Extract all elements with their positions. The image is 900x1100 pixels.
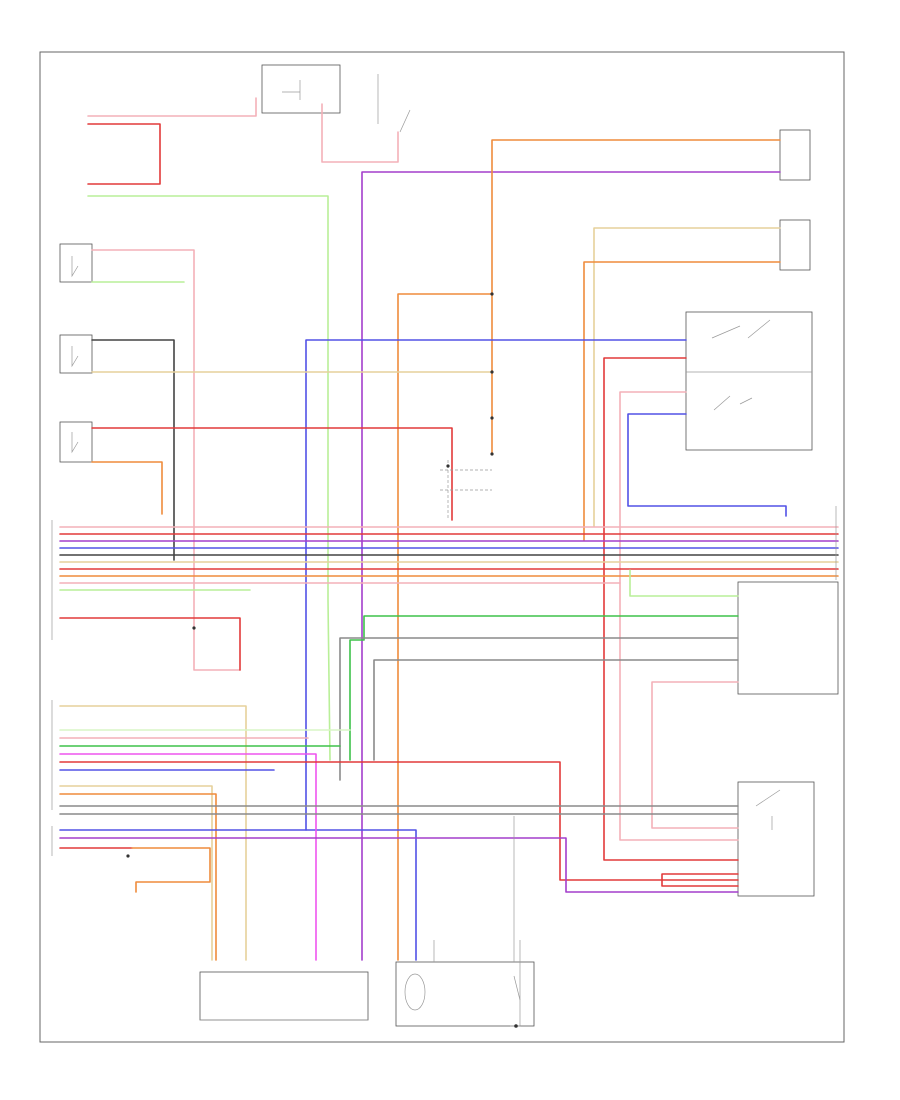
wire-gray-cm-3 [339,637,739,781]
sensor-box-top-right [779,129,811,181]
wire-blue-relay [627,413,787,517]
sensor-box-left-3 [59,421,93,463]
wire-tan-left-1 [91,249,241,671]
bus-line-11 [59,617,241,671]
sensor-symbol-left-3 [71,432,79,454]
wire-orange-right [583,261,781,541]
connector-box-bottom-left [199,971,369,1021]
wire-lightgreen-top [87,195,331,761]
wire-violet-lower-12 [59,837,739,893]
motor-box-bottom [395,961,535,1027]
leader-top-sensor [377,74,411,133]
wire-orange-lower-14 [131,847,211,893]
wire-violet-top [361,171,781,961]
sensor-box-right [779,219,811,271]
control-module-box [737,581,839,695]
wire-red-lower-5 [59,761,739,881]
switch-box-top [261,64,341,114]
wire-red-top-loop [87,123,161,185]
relay-contact-upper [711,319,771,339]
relay-contact-lower [713,395,753,411]
motor-symbol [404,973,426,1011]
wire-magenta-lower-4 [59,753,317,961]
switch-contact-lower-right [755,789,781,830]
sensor-box-left-1 [59,243,93,283]
wire-tan-lower [59,705,247,961]
wire-tan-right [593,227,781,527]
wire-green-cm-2 [349,615,739,761]
wire-pink-top [87,97,257,117]
switch-contact-motor [513,975,521,1001]
wire-orange-left-3 [91,461,163,515]
wire-blue-mid [305,339,687,961]
wire-dark-left-2 [91,339,175,561]
wire-orange-top [491,139,781,455]
wire-red-switch-lower [661,873,739,887]
wire-pink-cm-5 [651,681,739,829]
junction-dots [126,292,518,1028]
relay-box-top-right [685,311,813,451]
wire-pink-switch [321,103,399,163]
wire-orange-lower-8 [59,793,217,961]
sensor-symbol-left-1 [71,256,79,278]
wire-red-left-3 [91,427,453,521]
diagram-frame [39,51,845,1043]
leader-motor [433,940,521,1027]
wire-orange-mid [397,293,493,961]
leader-top-switch [282,80,301,100]
leader-junction [440,460,492,520]
wire-red-relay [603,357,739,861]
wire-green-cm-1 [629,569,739,597]
sensor-symbol-left-2 [71,346,79,368]
wire-tan-lower-7 [59,785,213,961]
sensor-box-left-2 [59,334,93,374]
wire-gray-cm-4 [373,659,739,761]
switch-box-lower-right [737,781,815,897]
